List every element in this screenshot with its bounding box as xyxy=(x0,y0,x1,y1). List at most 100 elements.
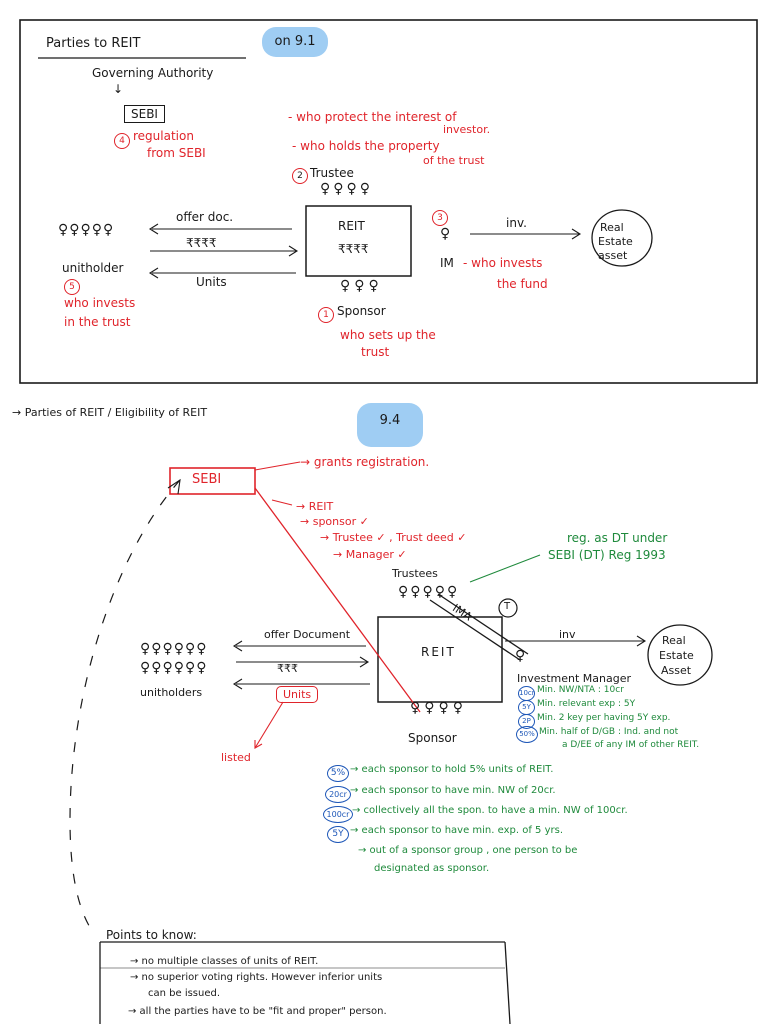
im-badge-4: 50% xyxy=(516,726,538,743)
page1-units: Units xyxy=(196,275,227,289)
point-3: can be issued. xyxy=(148,988,221,999)
sponsor-item-2: → each sponsor to have min. NW of 20cr. xyxy=(350,785,556,796)
page1-re-asset-l1: Real xyxy=(600,221,624,234)
page2-offer-document: offer Document xyxy=(264,628,351,641)
im-figure: ♀ xyxy=(440,226,451,242)
trustee-reg-line2: SEBI (DT) Reg 1993 xyxy=(548,548,666,562)
sponsor-note-line1: who sets up the xyxy=(340,328,436,342)
page1-title: Parties to REIT xyxy=(46,36,141,51)
page2-re-asset-l2: Estate xyxy=(659,649,694,662)
sponsor-item-4: → each sponsor to have min. exp. of 5 yr… xyxy=(350,825,564,836)
page2-im-figure: ♀ xyxy=(515,648,526,664)
sponsor-group-line2: designated as sponsor. xyxy=(374,863,490,874)
im-num: 3 xyxy=(432,210,448,226)
trustee-num: 2 xyxy=(292,168,308,184)
page1-unitholder: unitholder xyxy=(62,261,124,275)
reg-item-3: → Trustee ✓ , Trust deed ✓ xyxy=(320,531,467,544)
trustee-label: Trustee xyxy=(310,166,354,180)
im-item-4: Min. half of D/GB : Ind. and not xyxy=(539,727,679,737)
unitholder-note-line1: who invests xyxy=(64,296,136,310)
im-title: Investment Manager xyxy=(517,672,632,685)
unitholder-note-line2: in the trust xyxy=(64,315,131,329)
page1-unitholder-figures: ♀♀♀♀♀ xyxy=(58,222,115,238)
grants-registration: → grants registration. xyxy=(300,455,430,469)
page2-sponsor-figures: ♀♀♀♀ xyxy=(410,700,468,716)
im-item-1: Min. NW/NTA : 10cr xyxy=(537,685,624,695)
page1-reit-money: ₹₹₹₹ xyxy=(338,242,369,256)
sponsor-badge-3: 100cr xyxy=(323,806,353,823)
page1-reit-label: REIT xyxy=(338,219,365,233)
dashed-curve xyxy=(69,479,181,936)
reg-item-1: → REIT xyxy=(296,500,334,513)
im-item-2: Min. relevant exp : 5Y xyxy=(537,699,636,709)
page2-trustee-figures: ♀♀♀♀♀ xyxy=(398,584,460,600)
page2-trustees: Trustees xyxy=(392,567,438,580)
page1-frame xyxy=(19,19,758,384)
trustee-figures: ♀♀♀♀ xyxy=(320,181,374,197)
page1-tag: on 9.1 xyxy=(262,27,328,57)
im-item-3: Min. 2 key per having 5Y exp. xyxy=(537,713,671,723)
governing-authority: Governing Authority xyxy=(92,66,214,80)
page2-reit-label: REIT xyxy=(421,645,456,659)
trustee-note-line1: - who protect the interest of xyxy=(288,110,457,124)
sponsor-badge-4: 5Y xyxy=(327,826,349,843)
trustee-note-line2: investor. xyxy=(443,123,491,136)
page2-unitholders: unitholders xyxy=(140,686,203,699)
sebi-note-line2: from SEBI xyxy=(147,146,206,160)
page2-inv: inv xyxy=(559,628,576,641)
point-2: → no superior voting rights. However inf… xyxy=(130,972,383,983)
page2-units: Units xyxy=(276,686,319,703)
sponsor-group-line1: → out of a sponsor group , one person to… xyxy=(358,845,578,856)
sebi-note-num: 4 xyxy=(114,133,130,149)
im-item-4-line2: a D/EE of any IM of other REIT. xyxy=(562,740,700,750)
sponsor-item-3: → collectively all the spon. to have a m… xyxy=(352,805,628,816)
reg-item-4: → Manager ✓ xyxy=(333,548,407,561)
page2-reit-box xyxy=(377,616,503,703)
page2-money: ₹₹₹ xyxy=(277,662,298,675)
page2-sebi: SEBI xyxy=(192,472,222,487)
page2-re-asset-l3: Asset xyxy=(661,664,692,677)
sponsor-item-1: → each sponsor to hold 5% units of REIT. xyxy=(350,764,554,775)
page2-tag: 9.4 xyxy=(357,403,423,447)
reg-item-2: → sponsor ✓ xyxy=(300,515,369,528)
im-badge-2: 5Y xyxy=(518,700,535,715)
sebi-note-line1: regulation xyxy=(133,129,194,143)
sponsor-badge-2: 20cr xyxy=(325,786,351,803)
trustee-note-line3: - who holds the property xyxy=(292,139,440,153)
sponsor-badge-1: 5% xyxy=(327,765,349,782)
page1-im-label: IM xyxy=(440,256,454,270)
page2-re-asset-l1: Real xyxy=(662,634,686,647)
page2-sponsor-label: Sponsor xyxy=(408,731,457,745)
sponsor-figures: ♀♀♀ xyxy=(340,278,383,294)
sponsor-num: 1 xyxy=(318,307,334,323)
sebi-box xyxy=(169,467,256,495)
page2-real-estate-circle xyxy=(647,624,713,686)
trustee-reg-line1: reg. as DT under xyxy=(567,531,668,545)
point-1: → no multiple classes of units of REIT. xyxy=(130,956,319,967)
page1-re-asset-l3: asset xyxy=(598,249,628,262)
im-badge-1: 10cr xyxy=(518,686,535,701)
page1-sponsor-label: Sponsor xyxy=(337,304,386,318)
im-note-line2: the fund xyxy=(497,277,548,291)
unitholders-figures-2: ♀♀♀♀♀♀ xyxy=(140,660,208,676)
page1-offer-doc: offer doc. xyxy=(176,210,234,224)
page1-re-asset-l2: Estate xyxy=(598,235,633,248)
points-box xyxy=(99,941,511,1024)
t-mark: T xyxy=(504,601,511,612)
im-note-line1: - who invests xyxy=(463,256,543,270)
unitholders-figures-1: ♀♀♀♀♀♀ xyxy=(140,641,208,657)
point-4: → all the parties have to be "fit and pr… xyxy=(128,1006,387,1017)
page1-inv: inv. xyxy=(506,216,527,230)
sponsor-note-line2: trust xyxy=(361,345,390,359)
page2-title: → Parties of REIT / Eligibility of REIT xyxy=(12,406,208,419)
trustee-note-line4: of the trust xyxy=(423,154,485,167)
points-title: Points to know: xyxy=(106,928,197,942)
arrow-down: ↓ xyxy=(113,82,124,96)
unitholder-num: 5 xyxy=(64,279,80,295)
listed-label: listed xyxy=(221,751,251,764)
page1-real-estate-circle xyxy=(591,209,653,267)
page1-reit-box xyxy=(305,205,412,277)
page1-money: ₹₹₹₹ xyxy=(186,236,217,250)
page1-sebi-box: SEBI xyxy=(124,105,165,123)
